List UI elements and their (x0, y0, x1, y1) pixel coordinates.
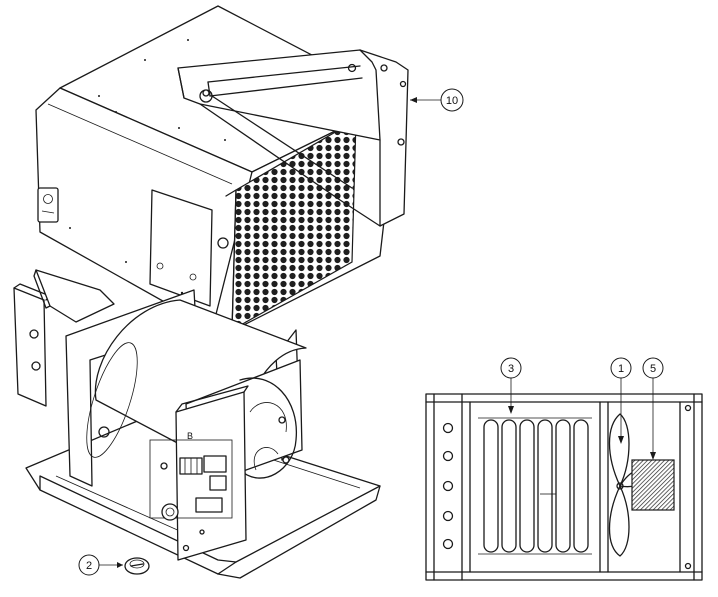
callout-3: 3 (500, 357, 522, 414)
callout-10: 10 (410, 88, 464, 112)
detail-b-label: B (187, 431, 193, 441)
capacitor (161, 503, 179, 521)
terminal-screws (442, 422, 454, 550)
heating-element-coils (478, 417, 592, 555)
section-view (425, 393, 703, 581)
callout-2-label: 2 (86, 560, 92, 572)
callout-1-label: 1 (618, 363, 624, 375)
housing-rivets (69, 39, 226, 295)
fan-shroud-frame (65, 289, 197, 487)
fan-motor (631, 459, 675, 511)
heater-housing (35, 5, 399, 337)
thermostat-knob (124, 557, 150, 575)
control-box: B (149, 385, 249, 561)
callout-5: 5 (642, 357, 664, 460)
terminal-block (179, 457, 203, 475)
callout-3-label: 3 (508, 363, 514, 375)
callout-2: 2 (78, 554, 123, 576)
callout-10-label: 10 (446, 95, 458, 107)
side-access-panel (13, 283, 51, 407)
mounting-bracket (177, 49, 409, 227)
control-panel-cover (149, 189, 213, 307)
callout-5-label: 5 (650, 363, 656, 375)
top-access-bracket (33, 269, 115, 323)
brand-logo (37, 187, 59, 223)
relay (203, 455, 227, 491)
callout-1: 1 (610, 357, 632, 444)
